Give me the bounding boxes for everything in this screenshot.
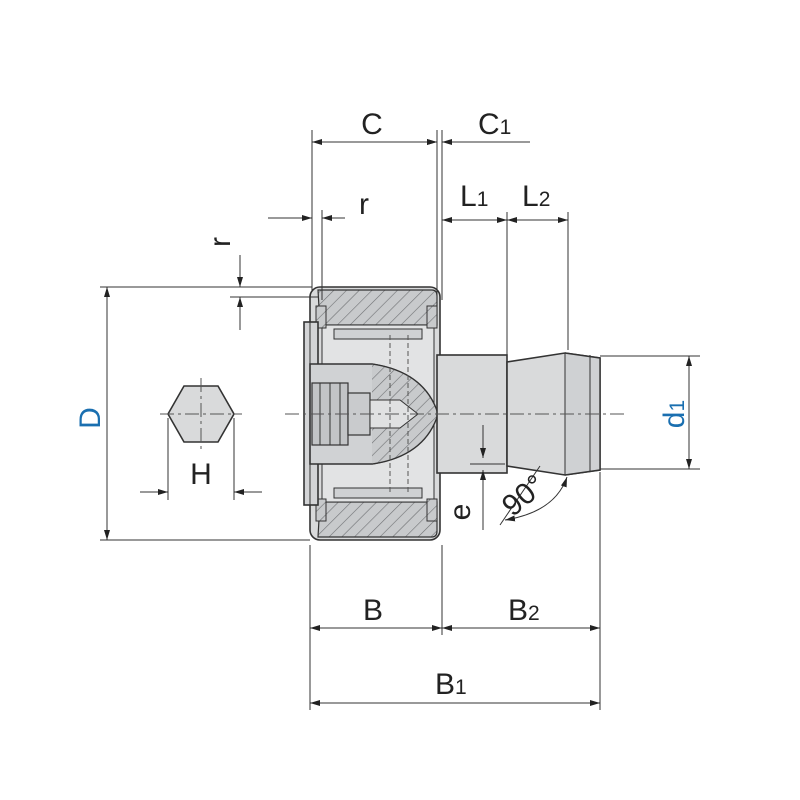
label-L2: L2 [522, 180, 550, 213]
label-r-side: r [204, 237, 237, 247]
label-angle: 90° [496, 468, 552, 522]
label-r-top: r [359, 188, 369, 221]
label-d1: d1 [658, 400, 691, 428]
label-e: e [444, 504, 477, 521]
dim-L1: L1 [442, 180, 508, 358]
dim-L2: L2 [507, 180, 569, 350]
dim-r-side: r [204, 237, 318, 330]
label-B1: B1 [435, 668, 467, 701]
label-H: H [190, 458, 212, 491]
dim-C: C [311, 108, 443, 300]
dim-C1: C1 [420, 108, 530, 145]
label-C: C [361, 108, 383, 141]
dim-e: e [444, 425, 505, 530]
hex-socket-icon: H [140, 378, 262, 500]
dim-r-top: r [268, 188, 369, 300]
dim-d1: d1 [600, 355, 700, 470]
dim-B2: B2 [442, 472, 601, 710]
dim-B: B [309, 545, 443, 710]
label-C1: C1 [478, 108, 511, 141]
label-B: B [363, 594, 383, 627]
dim-B1: B1 [310, 668, 600, 706]
dim-angle: 90° [496, 465, 568, 526]
label-B2: B2 [508, 594, 540, 627]
dim-D: D [74, 286, 310, 541]
label-D: D [74, 407, 107, 429]
label-L1: L1 [460, 180, 488, 213]
